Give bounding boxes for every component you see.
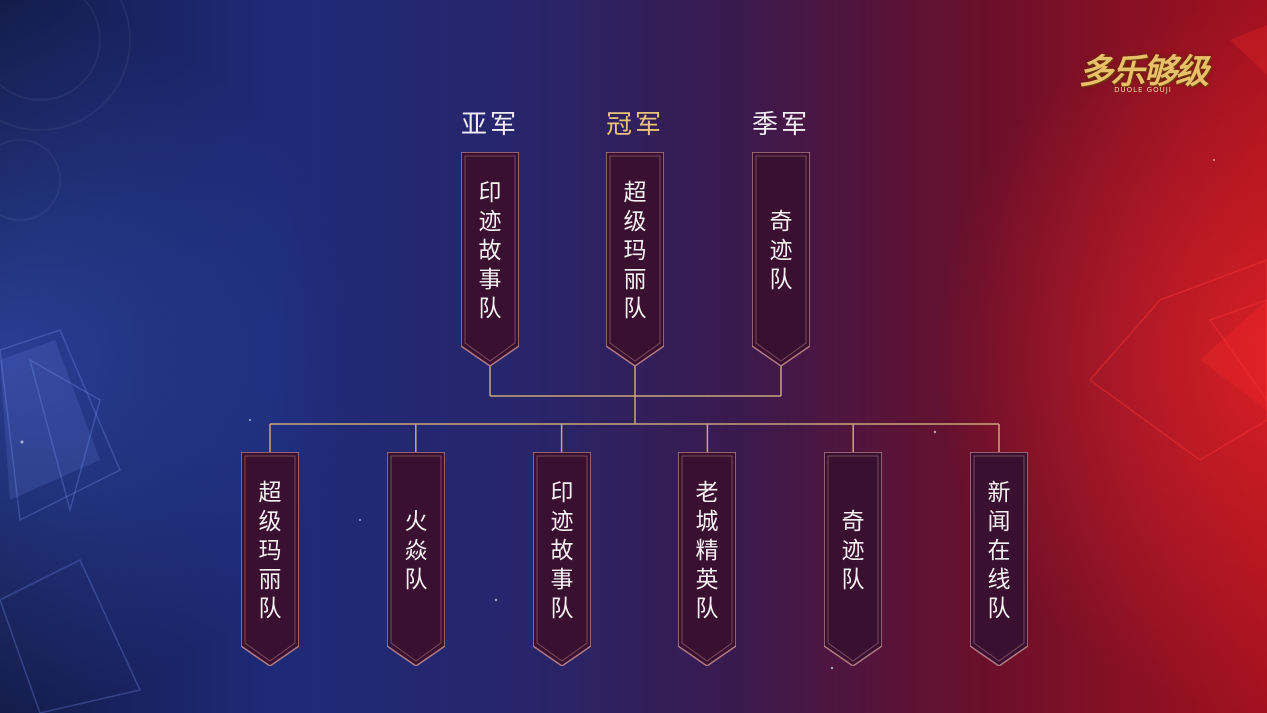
podium-banner: 奇迹队: [752, 152, 810, 366]
podium-banner: 超级玛丽队: [606, 152, 664, 366]
podium-title: 亚军: [460, 110, 519, 140]
team-name: 印迹故事队: [478, 180, 502, 322]
team-banner: 超级玛丽队: [241, 452, 299, 666]
logo-text: 多乐够级: [1079, 52, 1209, 92]
team-name: 超级玛丽队: [258, 480, 282, 622]
team-banner: 奇迹队: [824, 452, 882, 666]
team-name: 奇迹队: [769, 209, 793, 293]
team-banner: 印迹故事队: [533, 452, 591, 666]
team-name: 奇迹队: [841, 509, 865, 593]
logo-subtitle: DUOLE GOUJI: [1114, 86, 1172, 94]
team-name: 老城精英队: [695, 480, 719, 622]
team-banner: 新闻在线队: [970, 452, 1028, 666]
team-banner: 老城精英队: [678, 452, 736, 666]
team-name: 火焱队: [404, 509, 428, 593]
podium-banner: 印迹故事队: [461, 152, 519, 366]
team-name: 印迹故事队: [550, 480, 574, 622]
duole-gouji-logo: 多乐够级 DUOLE GOUJI: [1078, 30, 1209, 100]
podium-title: 季军: [751, 110, 810, 140]
team-banner: 火焱队: [387, 452, 445, 666]
team-name: 新闻在线队: [987, 480, 1011, 622]
team-name: 超级玛丽队: [623, 180, 647, 322]
podium-title: 冠军: [605, 110, 664, 140]
